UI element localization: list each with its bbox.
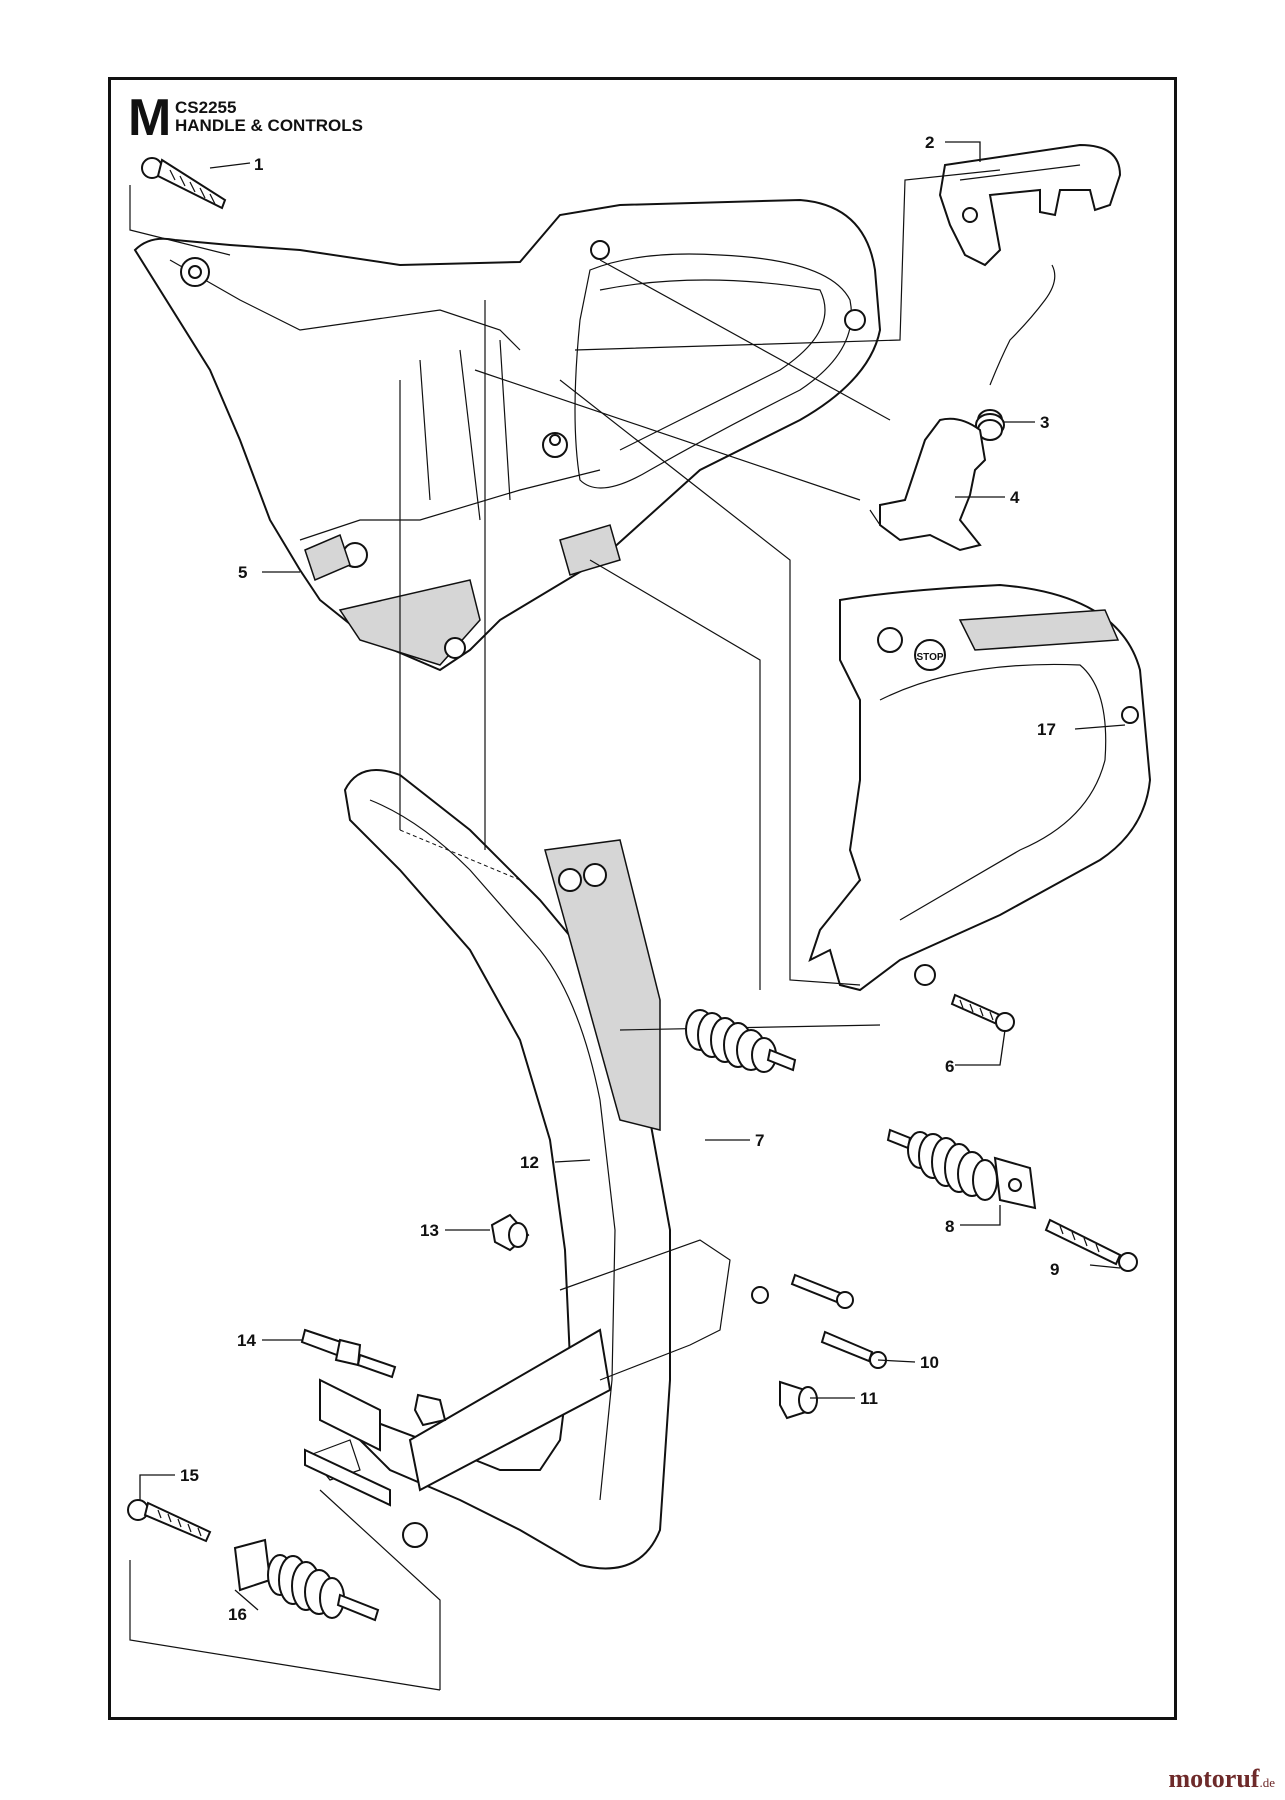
callout-15: 15 [180,1466,199,1485]
stop-logo-text: STOP [916,652,943,663]
callout-8: 8 [945,1217,954,1236]
watermark-main: motoruf [1168,1764,1260,1793]
part-10-screws [790,1273,887,1369]
part-16-av-spring-plate [233,1538,380,1622]
watermark-tld: .de [1259,1775,1275,1790]
callout-3: 3 [1040,413,1049,432]
section-letter: M [128,89,172,147]
part-13-bushing [490,1213,530,1252]
callout-16: 16 [228,1605,247,1624]
callout-4: 4 [1010,488,1020,507]
diagram-frame [108,77,1177,1720]
callout-12: 12 [520,1153,539,1172]
part-4-throttle-trigger [869,417,987,552]
callout-14: 14 [237,1331,256,1350]
part-7-av-spring [685,1009,797,1073]
callout-11: 11 [860,1389,878,1408]
callout-1: 1 [254,155,263,174]
part-1-screw [129,157,231,256]
callout-13: 13 [420,1221,439,1240]
part-17-handle-cover: STOP [808,583,1152,992]
callout-9: 9 [1050,1260,1059,1279]
model-number: CS2255 [175,98,237,117]
part-15-screw [127,1499,212,1543]
callout-labels: 1 2 3 4 5 6 7 8 9 10 11 12 13 14 15 16 1… [180,133,1059,1624]
part-12-front-handle [304,769,769,1570]
part-3-spring [975,264,1056,441]
section-title: HANDLE & CONTROLS [175,116,363,135]
part-14-pin [300,1328,447,1427]
part-11-bushing [779,1380,818,1420]
callout-17: 17 [1037,720,1056,739]
part-8-av-spring-plate [886,1128,1037,1210]
part-2-throttle-lockout [938,143,1122,267]
watermark: motoruf.de [1168,1764,1275,1794]
part-9-screw [1044,1218,1138,1272]
assembly-guide-lines [129,169,1001,1691]
leader-lines [139,141,1126,1611]
part-5-rear-handle-housing [133,198,882,672]
callout-7: 7 [755,1131,764,1150]
callout-10: 10 [920,1353,939,1372]
callout-2: 2 [925,133,934,152]
callout-6: 6 [945,1057,954,1076]
callout-5: 5 [238,563,247,582]
part-6-screw [950,993,1015,1032]
